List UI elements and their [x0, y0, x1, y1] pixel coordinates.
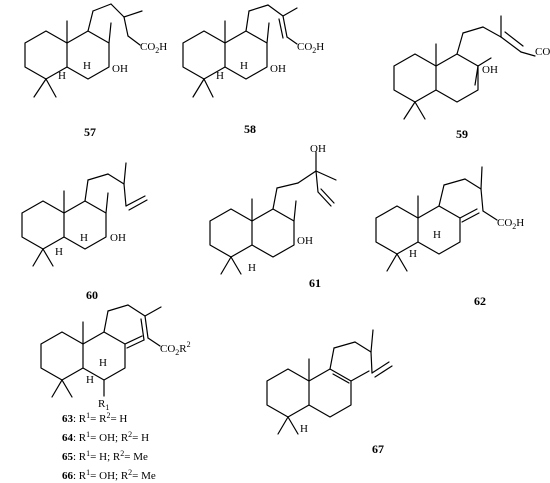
compound-58-number: 58 [244, 122, 256, 136]
compound-57-co2h-label: CO2H [140, 41, 167, 55]
compound-63-r1-label: R1 [98, 398, 109, 412]
compound-57: H OH H CO2H 57 [24, 3, 167, 139]
compound-58-oh-label: OH [270, 63, 286, 75]
compound-57-oh-label: OH [112, 63, 128, 75]
compound-62: H H CO2H 62 [375, 166, 524, 308]
compound-67-number: 67 [372, 442, 384, 456]
compound-61-oh-label: OH [310, 143, 326, 155]
compound-67-h5-label: H [300, 423, 308, 435]
compound-58-h5-label: H [216, 70, 224, 82]
compound-61-number: 61 [309, 276, 321, 290]
compound-60-skeleton [21, 162, 148, 267]
substituent-legend: 63: R1= R2= H 64: R1= OH; R2= H 65: R1= … [62, 411, 156, 482]
compound-62-h9-label: H [433, 229, 441, 241]
compound-58-skeleton [182, 4, 298, 98]
compound-57-h9-label: H [83, 60, 91, 72]
compound-62-co2h-label: CO2H [497, 217, 524, 231]
compound-59-skeleton [393, 15, 536, 120]
compound-59: OH CO2H 59 [393, 15, 550, 141]
compound-57-number: 57 [84, 125, 96, 139]
legend-row-64: 64: R1= OH; R2= H [62, 430, 149, 444]
compound-63-h5-label: H [86, 374, 94, 386]
compound-61-skeleton [209, 151, 337, 275]
compound-60-oh-label: OH [110, 232, 126, 244]
compound-63-66-skeleton [40, 304, 162, 398]
compound-67: H 67 [266, 329, 393, 456]
compound-59-co2h-label: CO2H [535, 46, 550, 60]
compound-58-h9-label: H [240, 60, 248, 72]
compound-61-h5-label: H [248, 262, 256, 274]
compound-57-skeleton [24, 3, 143, 98]
compound-62-number: 62 [474, 294, 486, 308]
compound-60-h5-label: H [55, 246, 63, 258]
compound-59-oh-label: OH [482, 64, 498, 76]
compound-61: OH OH H 61 [209, 143, 337, 290]
compound-62-h5-label: H [409, 248, 417, 260]
compound-61-oh2-label: OH [297, 235, 313, 247]
compound-58-co2h-label: CO2H [297, 41, 324, 55]
compound-67-skeleton [266, 329, 393, 435]
compound-58: H OH H CO2H 58 [182, 4, 324, 136]
compound-63-66: H H R1 CO2R2 [40, 304, 191, 412]
compound-60-h9-label: H [80, 232, 88, 244]
legend-row-66: 66: R1= OH; R2= Me [62, 468, 156, 482]
legend-row-63: 63: R1= R2= H [62, 411, 127, 425]
compound-63-h9-label: H [99, 357, 107, 369]
compound-60: H OH H 60 [21, 162, 148, 302]
compound-62-skeleton [375, 166, 498, 272]
compound-60-number: 60 [86, 288, 98, 302]
legend-row-65: 65: R1= H; R2= Me [62, 449, 148, 463]
compound-59-number: 59 [456, 127, 468, 141]
compound-57-h5-label: H [58, 70, 66, 82]
compound-63-co2r2-label: CO2R2 [160, 340, 191, 357]
